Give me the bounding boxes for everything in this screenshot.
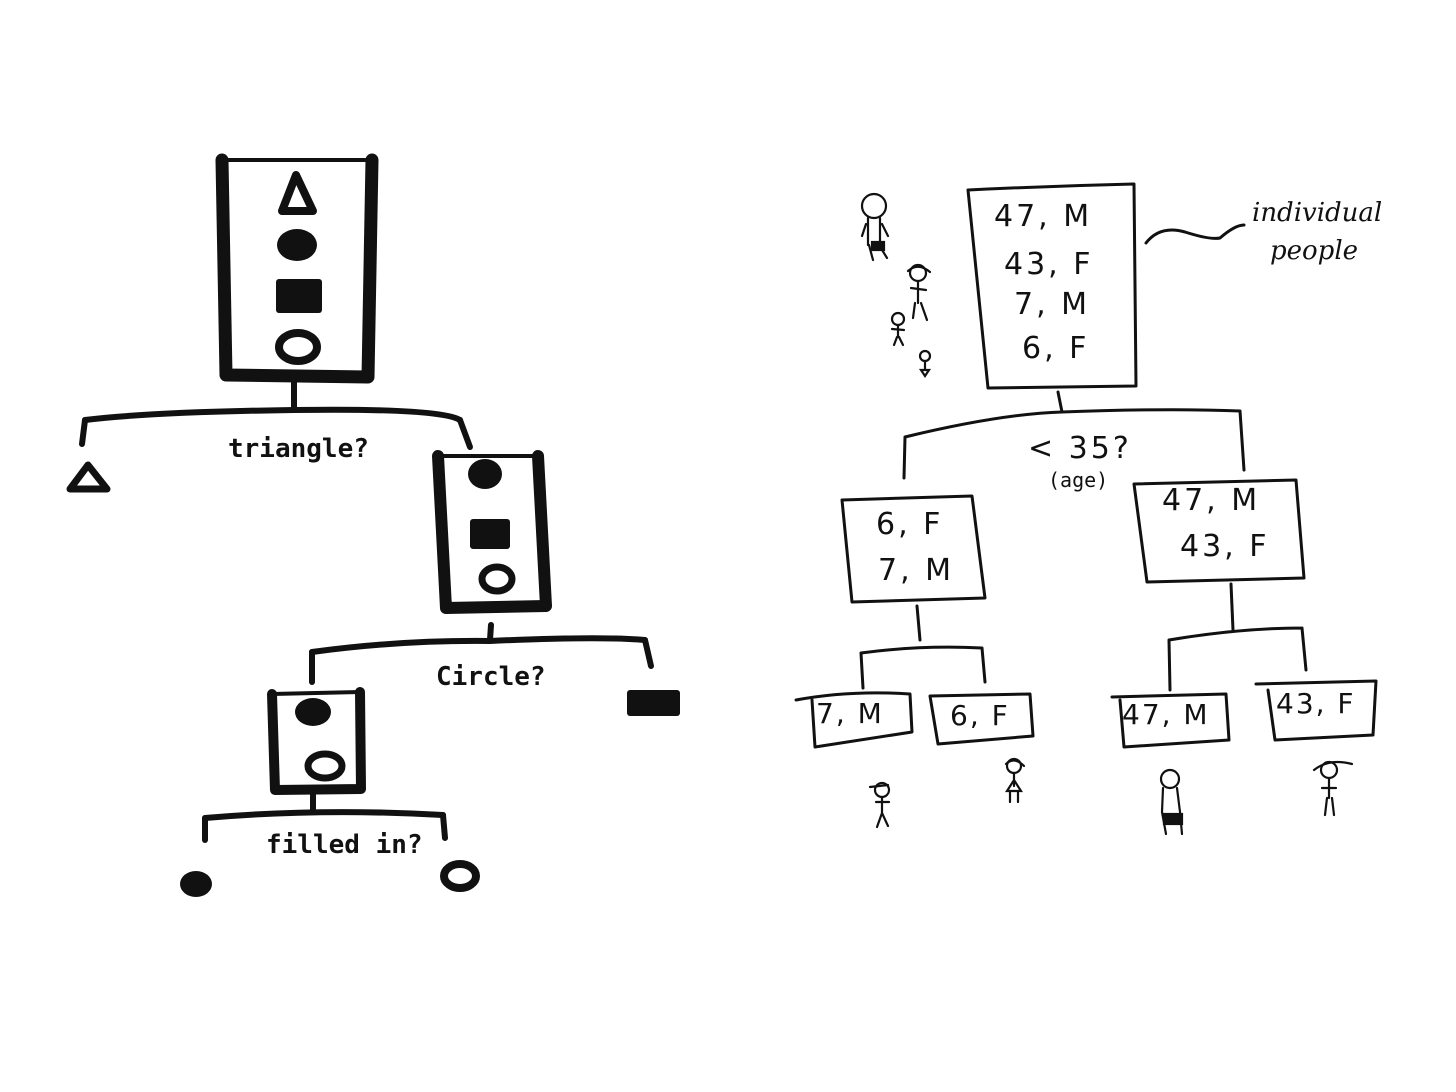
leaf-value-4: 43, F [1276,687,1356,720]
adult-split-connector [1167,582,1308,692]
root-value-2: 43, F [1004,247,1094,282]
circle-split-connector [309,622,654,685]
person-icon [868,781,891,829]
person-icon [918,349,932,378]
leaf-box-3 [1110,692,1231,749]
leaf-value-2: 6, F [950,699,1010,732]
adult-group-box [1132,478,1306,584]
filled-square-icon [470,519,510,549]
filled-square-icon [276,279,322,313]
shape-second-box [432,450,552,614]
shape-third-box [267,687,366,795]
circle-question: Circle? [436,662,546,692]
people-root-box [966,182,1138,390]
root-value-4: 6, F [1022,331,1090,366]
leaf-box-4 [1254,679,1378,742]
leaf-value-3: 47, M [1122,698,1210,731]
age-split-qualifier: (age) [1048,468,1109,492]
hollow-circle-icon [478,563,516,595]
age-split-connector [902,390,1246,480]
triangle-icon [278,171,317,215]
root-value-1: 47, M [994,199,1093,234]
age-split-question: < 35? [1028,431,1132,466]
person-icon [890,311,906,347]
young-value-1: 6, F [876,507,944,542]
filled-in-question: filled in? [266,830,423,860]
triangle-split-connector [79,377,473,450]
young-split-connector [859,604,987,690]
person-icon [860,192,890,262]
annotation-line-1: individual [1252,198,1383,228]
annotation-line-2: people [1270,236,1359,266]
root-value-3: 7, M [1014,287,1091,322]
filled-split-connector [202,792,448,843]
adult-value-1: 47, M [1162,483,1261,518]
filled-circle-icon [468,459,502,489]
leaf-box-2 [928,692,1035,746]
young-group-box [840,494,987,604]
triangle-leaf-icon [66,461,111,493]
leaf-value-1: 7, M [816,697,884,730]
annotation-connector [1144,223,1246,245]
filled-circle-leaf-icon [180,871,212,897]
hollow-circle-leaf-icon [440,860,480,892]
triangle-question: triangle? [228,434,369,464]
hollow-circle-icon [275,329,321,365]
leaf-box-1 [794,691,914,749]
filled-circle-icon [295,698,331,726]
person-icon [906,263,932,322]
hollow-circle-icon [304,750,346,782]
person-icon [1004,757,1026,804]
filled-square-leaf-icon [627,690,680,716]
person-icon [1312,760,1354,817]
young-value-2: 7, M [878,553,955,588]
person-icon [1159,768,1184,836]
adult-value-2: 43, F [1180,529,1270,564]
filled-circle-icon [277,229,317,261]
shape-root-box [215,153,379,384]
